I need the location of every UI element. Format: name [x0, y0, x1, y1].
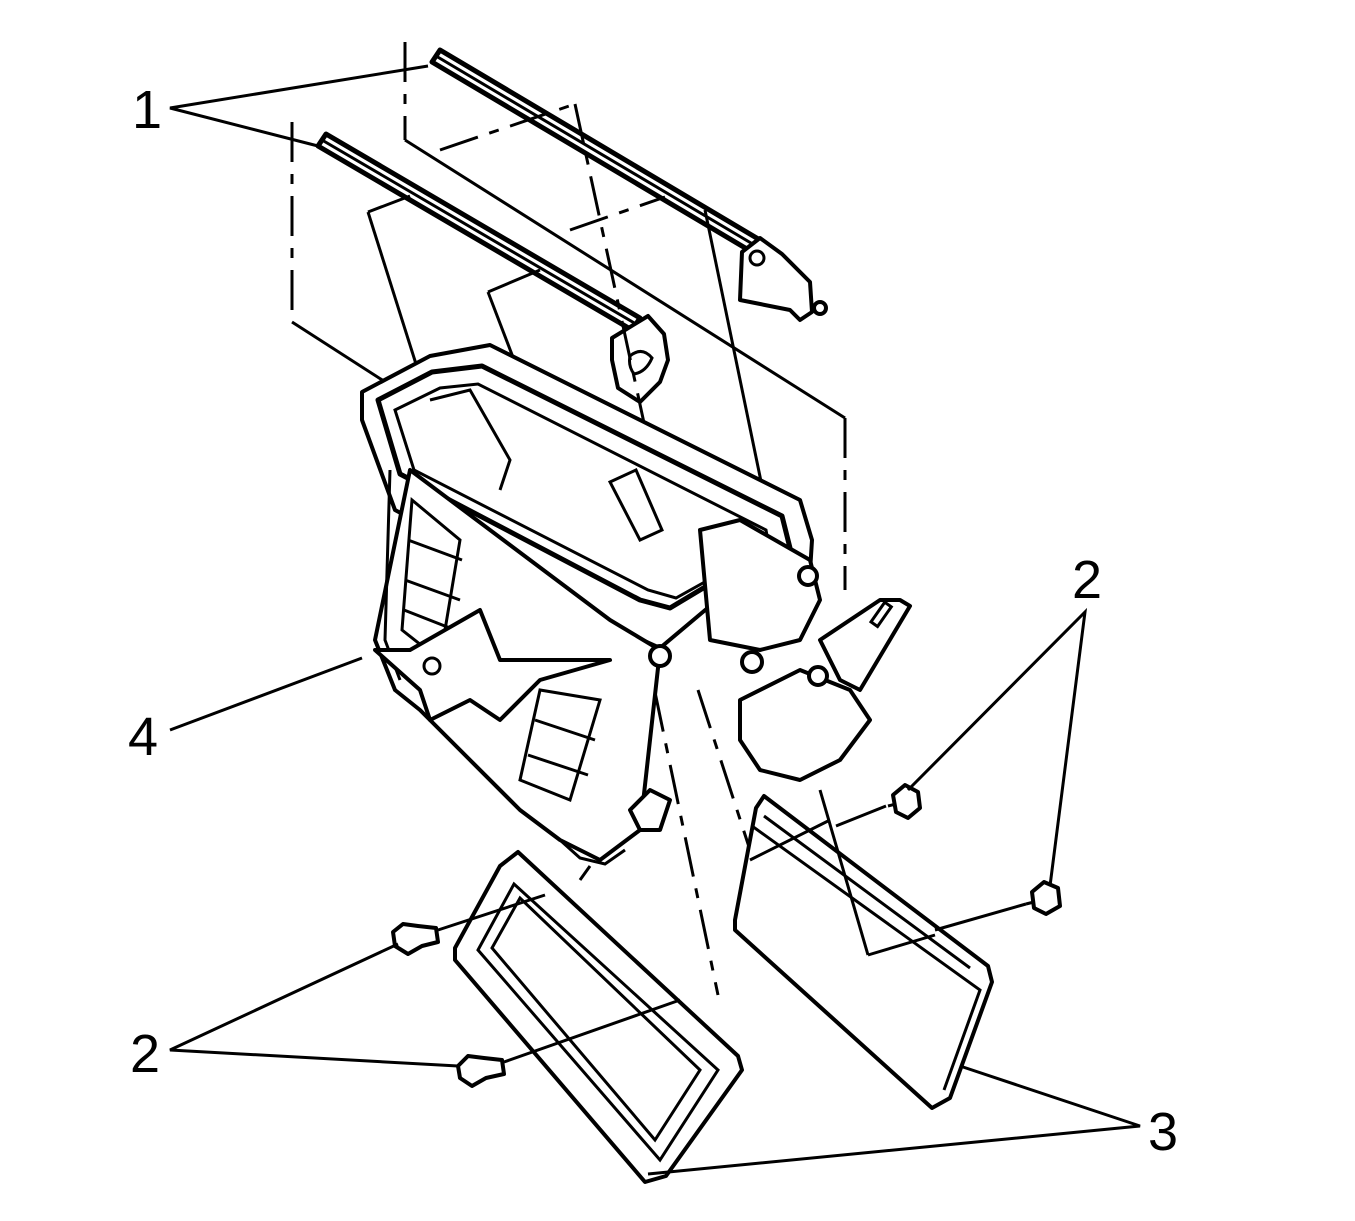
- callout-1: 1: [132, 80, 162, 140]
- screw-top-right: [887, 783, 922, 820]
- screw-guide-lines: [437, 804, 1027, 1064]
- callout-2-left: 2: [130, 1024, 160, 1084]
- filter-door-left: [453, 850, 744, 1184]
- rod-upper: [429, 47, 828, 322]
- filter-door-right: [733, 789, 994, 1110]
- callout-3: 3: [1148, 1102, 1178, 1162]
- screw-left-upper: [391, 922, 440, 956]
- screw-left-lower: [456, 1054, 506, 1088]
- leader-lines: [169, 64, 1141, 1176]
- housing: [360, 343, 912, 866]
- callout-4: 4: [128, 707, 158, 767]
- screw-right: [1025, 880, 1062, 916]
- callout-2-right: 2: [1072, 550, 1102, 610]
